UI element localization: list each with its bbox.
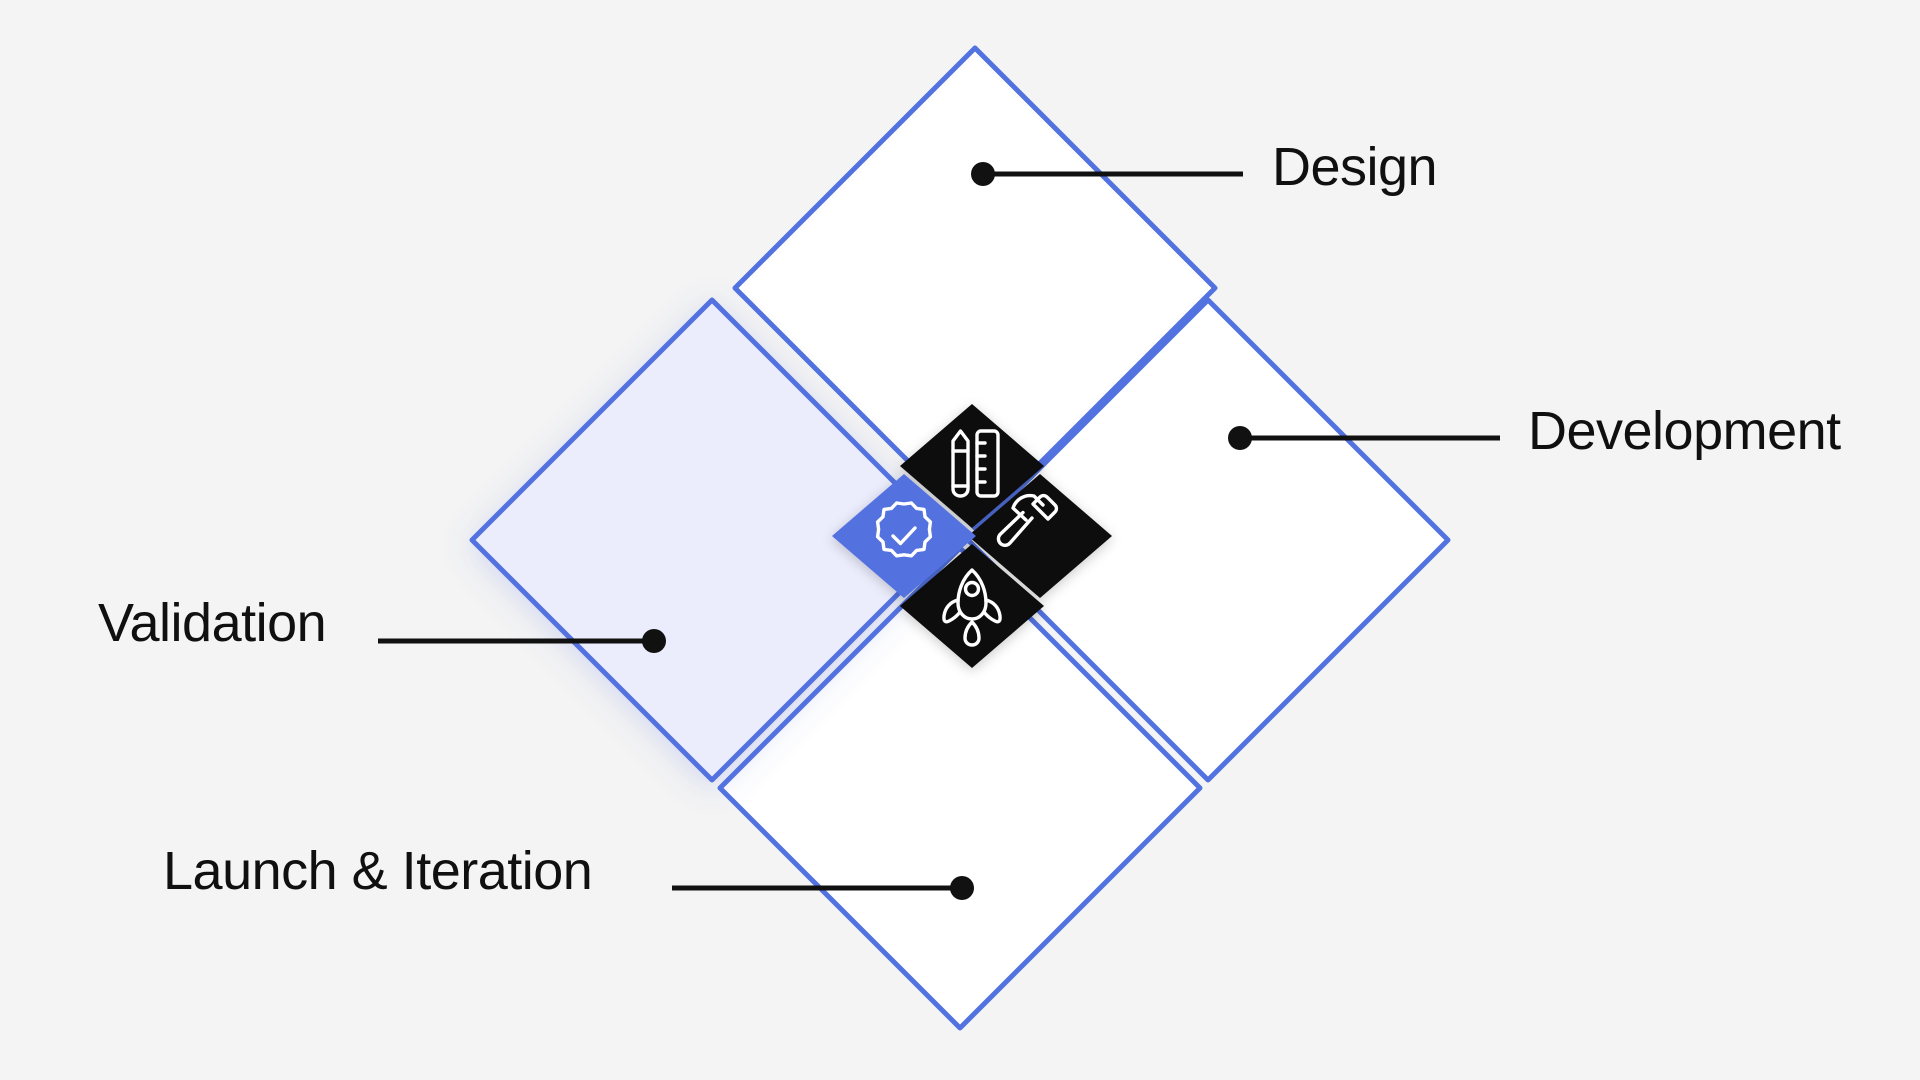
leader-dot-development bbox=[1228, 426, 1252, 450]
center-tile-validation[interactable] bbox=[832, 474, 976, 598]
badge-check-icon bbox=[875, 501, 933, 558]
quadrant-label-validation: Validation bbox=[98, 593, 327, 653]
leader-dot-design bbox=[971, 162, 995, 186]
hammer-icon bbox=[996, 493, 1059, 547]
quadrant-label-development: Development bbox=[1528, 401, 1841, 461]
leader-dot-validation bbox=[642, 629, 666, 653]
tile-shape-launch bbox=[900, 544, 1044, 668]
pencil-ruler-icon bbox=[951, 429, 1000, 498]
tile-shape-validation bbox=[832, 474, 976, 598]
center-tile-launch[interactable] bbox=[900, 544, 1044, 668]
quadrant-panel-development[interactable] bbox=[965, 297, 1451, 783]
leader-design bbox=[971, 162, 1243, 186]
leader-development bbox=[1228, 426, 1500, 450]
quadrant-panel-validation[interactable] bbox=[469, 297, 955, 783]
leader-validation bbox=[378, 629, 666, 653]
leader-dot-launch bbox=[950, 876, 974, 900]
quadrant-label-design: Design bbox=[1272, 137, 1438, 197]
panel-shape-launch bbox=[717, 545, 1203, 1031]
panel-shape-validation bbox=[469, 297, 955, 783]
quadrant-panel-launch-iteration[interactable] bbox=[717, 545, 1203, 1031]
quadrant-panel-design[interactable] bbox=[732, 45, 1218, 531]
panel-shape-development bbox=[965, 297, 1451, 783]
center-tile-design[interactable] bbox=[900, 404, 1044, 528]
tile-shape-development bbox=[968, 474, 1112, 598]
leader-launch-iteration bbox=[672, 876, 974, 900]
rocket-icon bbox=[942, 568, 1002, 647]
quadrant-label-launch-iteration: Launch & Iteration bbox=[163, 841, 593, 901]
tile-shape-design bbox=[900, 404, 1044, 528]
center-tile-development[interactable] bbox=[968, 474, 1112, 598]
panel-shape-design bbox=[732, 45, 1218, 531]
